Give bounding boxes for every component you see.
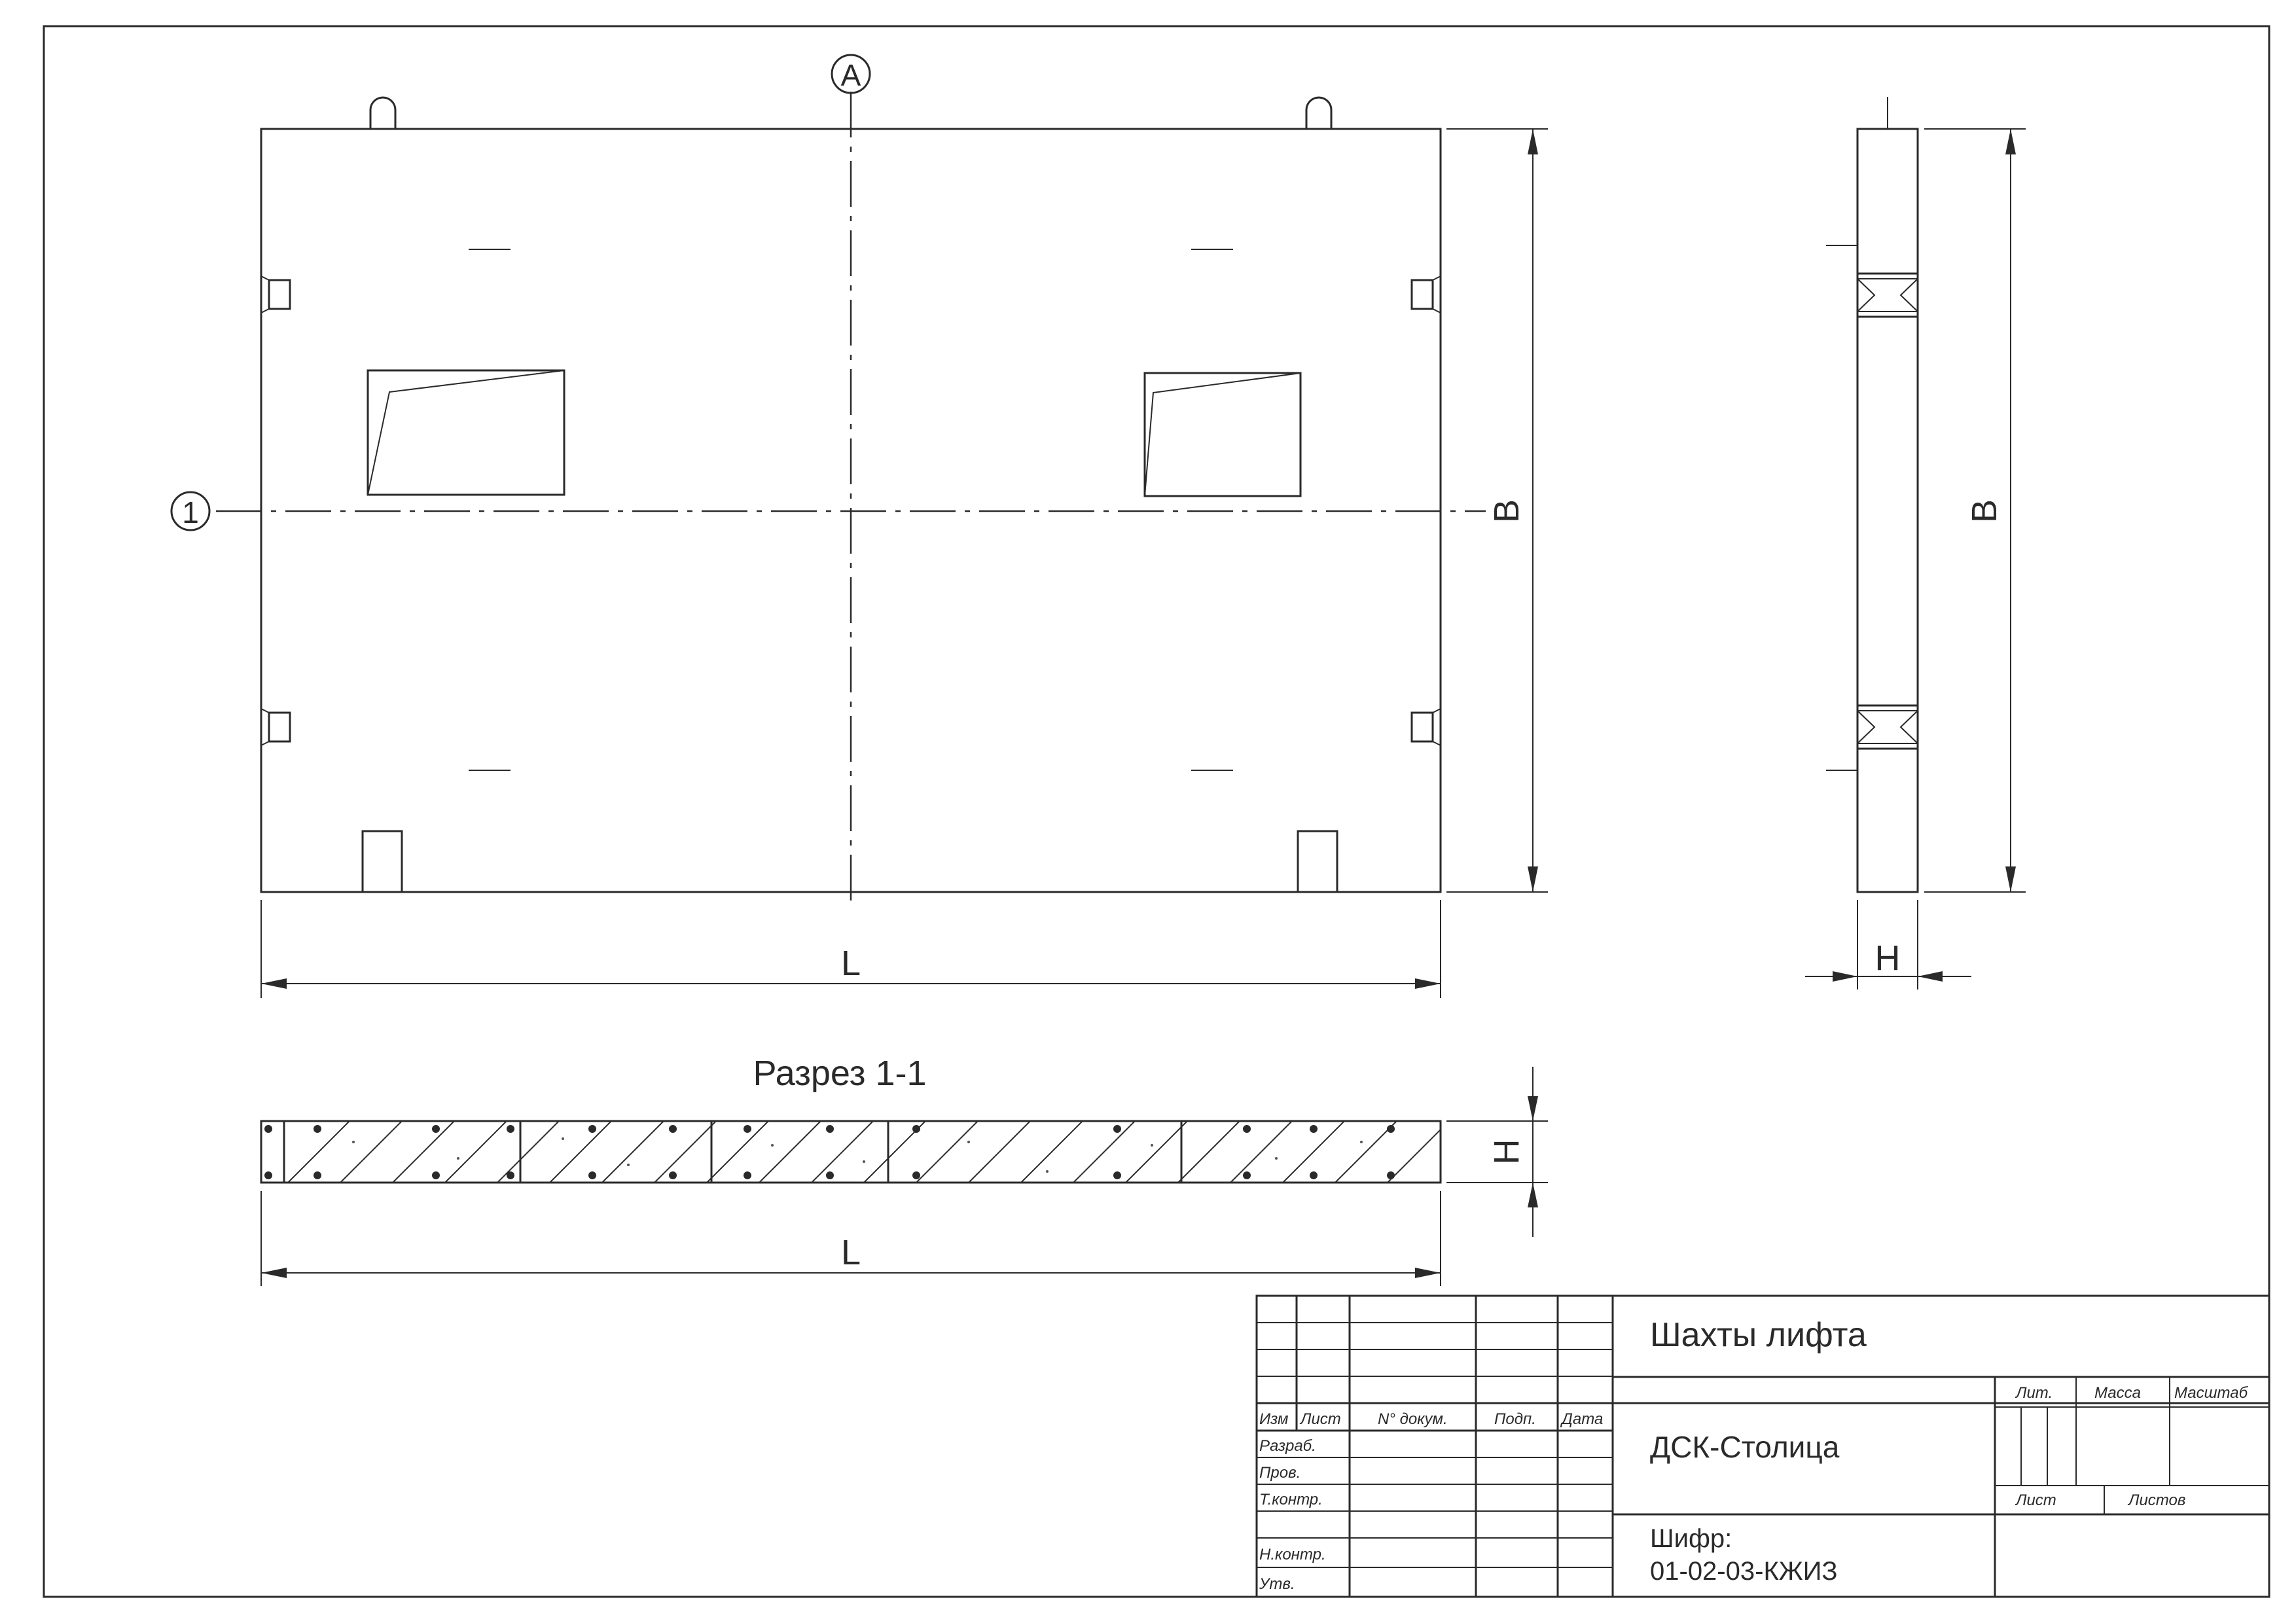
sheets-label: Листов [2127,1491,2185,1509]
side-insert-bottom [1857,704,1918,750]
row-label-norm-control: Н.контр. [1259,1546,1326,1563]
title-block: Изм Лист N° докум. Подп. Дата Разраб. Пр… [1255,1294,2270,1598]
axis-marker-a: A [831,54,871,94]
lit-label: Лит. [2015,1384,2053,1402]
svg-text:1: 1 [182,495,199,529]
sheet-label: Лист [2015,1491,2056,1509]
svg-text:L: L [841,944,861,983]
dimension-l-section: L [260,1191,1441,1286]
side-insert-top [1857,272,1918,318]
svg-text:H: H [1875,938,1901,978]
svg-text:A: A [841,58,861,92]
dimension-h-side: H [1805,900,1971,990]
col-header-list: Лист [1299,1410,1341,1428]
svg-text:B: B [1965,499,2004,523]
col-header-date: Дата [1560,1410,1603,1428]
dimension-l-front: L [260,900,1441,998]
col-header-sign: Подп. [1494,1410,1536,1428]
row-label-tech-control: Т.контр. [1259,1491,1323,1508]
dimension-b-side: B [1924,128,2026,893]
rebar-dots [264,1125,1395,1179]
drawing-title: Шахты лифта [1650,1316,1867,1354]
front-view: A 1 [170,54,1486,903]
code-label: Шифр: [1650,1524,1732,1553]
notch-right [1297,830,1338,893]
col-header-doc: N° докум. [1378,1410,1448,1428]
side-view [1826,97,1919,893]
embedded-part-left-bottom [260,708,291,746]
lifting-loop-left [369,96,397,129]
scale-label: Масштаб [2174,1384,2249,1402]
svg-text:L: L [841,1233,861,1272]
opening-right [1143,372,1302,497]
dimension-b-front: B [1446,128,1548,893]
opening-left [367,369,565,496]
section-title: Разрез 1-1 [753,1054,926,1093]
axis-marker-1: 1 [170,491,211,531]
row-label-approved: Утв. [1259,1575,1295,1593]
embedded-part-right-top [1410,276,1441,313]
section-1-1 [260,1120,1442,1184]
side-outline [1856,128,1919,893]
embedded-part-right-bottom [1410,708,1441,746]
notch-left [361,830,403,893]
lifting-loop-right [1305,96,1333,129]
sheet-border [43,25,2270,1598]
mass-label: Масса [2094,1384,2141,1402]
col-header-izm: Изм [1259,1410,1289,1428]
row-label-checked: Пров. [1259,1464,1300,1482]
row-label-developer: Разраб. [1259,1437,1316,1455]
aggregate-dots [352,1137,1363,1173]
organization-name: ДСК-Столица [1650,1430,1840,1464]
svg-text:B: B [1487,499,1526,523]
svg-text:H: H [1487,1139,1526,1165]
embedded-part-left-top [260,276,291,313]
dimension-h-section: H [1446,1067,1548,1237]
code-value: 01-02-03-КЖИЗ [1650,1557,1838,1586]
